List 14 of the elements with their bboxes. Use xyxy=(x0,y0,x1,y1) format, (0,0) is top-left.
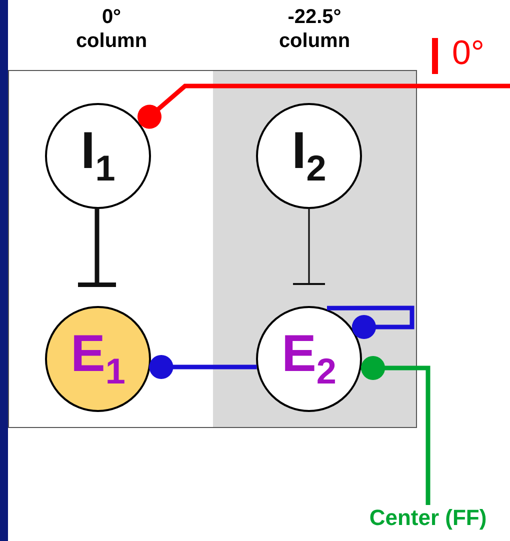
connection-line xyxy=(293,208,325,285)
input-label: Center (FF) xyxy=(360,505,496,531)
connection-line xyxy=(327,306,414,339)
connection-line xyxy=(149,355,257,379)
neuron-label: E$_{2}$ xyxy=(282,328,336,390)
neuron-label: I$_{2}$ xyxy=(292,125,326,187)
neuron-label: E$_{1}$ xyxy=(70,328,126,390)
column-heading: 0° column xyxy=(74,5,148,53)
connection-line xyxy=(78,208,116,287)
orientation-label: 0° xyxy=(452,36,485,70)
column-heading: -22.5° column xyxy=(278,5,352,53)
neuron-label: I$_{1}$ xyxy=(80,125,116,187)
connection-line xyxy=(138,84,510,129)
connection-line xyxy=(361,356,430,505)
